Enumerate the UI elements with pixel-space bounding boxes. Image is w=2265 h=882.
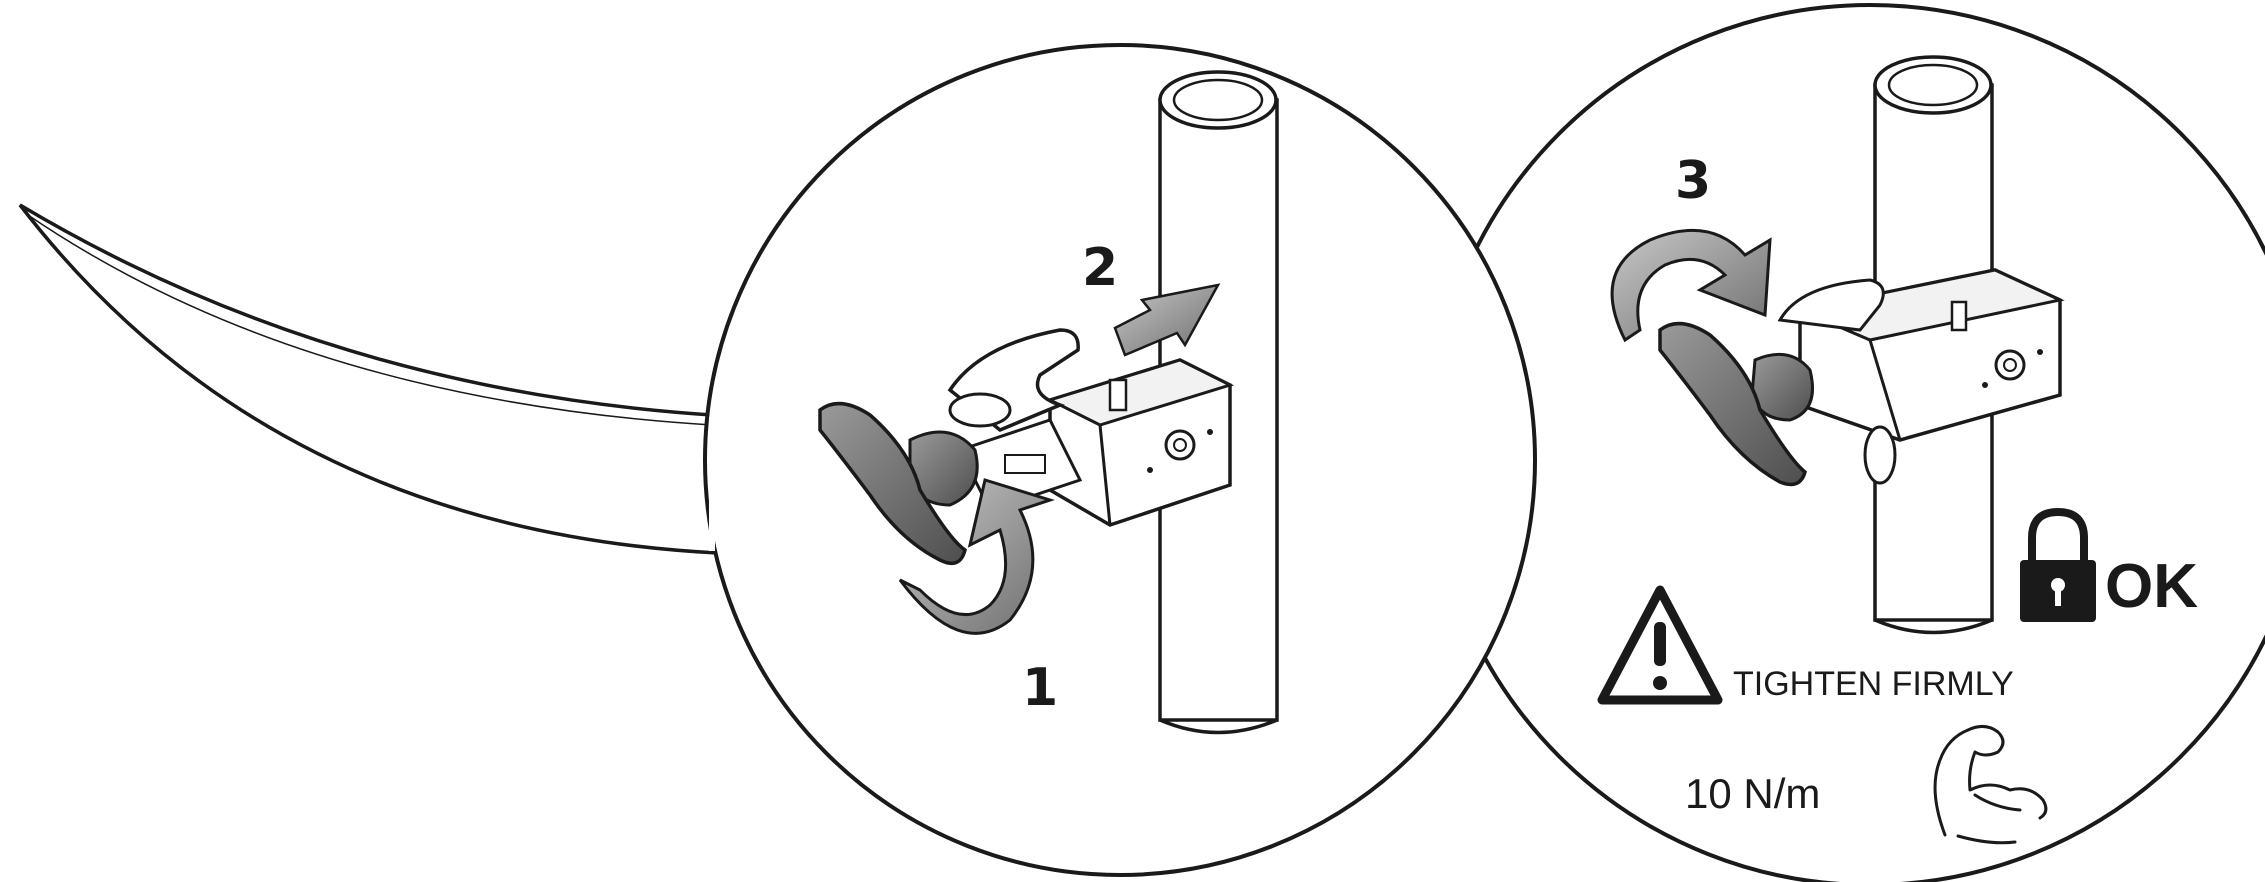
torque-value: 10 N/m: [1685, 770, 1820, 817]
step3-label: 3: [1675, 151, 1711, 211]
step1-label: 1: [1022, 658, 1058, 718]
step3-panel: [1430, 5, 2265, 882]
warning-label: TIGHTEN FIRMLY: [1733, 665, 2014, 703]
step2-label: 2: [1082, 238, 1118, 298]
lock-ok-label: OK: [2105, 552, 2198, 621]
callout-tail: [20, 205, 718, 553]
